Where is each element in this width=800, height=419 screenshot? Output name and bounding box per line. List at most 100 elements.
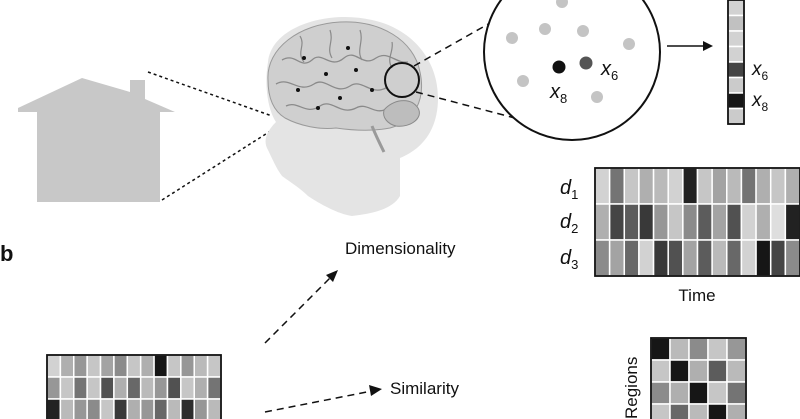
similarity-matrix-cell — [726, 403, 747, 419]
brain-icon — [267, 21, 422, 153]
to-vector-arrow-head — [703, 41, 713, 51]
activity-matrix-cell — [99, 376, 115, 400]
dimensionality-matrix-cell — [726, 239, 743, 277]
activity-matrix-cell — [193, 354, 209, 378]
dimensionality-matrix — [594, 167, 800, 277]
activity-matrix-cell — [73, 354, 88, 378]
activity-matrix-cell — [139, 376, 155, 400]
state-vector-border — [727, 0, 745, 125]
similarity-matrix-cell — [650, 359, 671, 383]
house-to-brain-line-top — [147, 71, 273, 117]
activity-matrix-cell — [193, 376, 209, 400]
activity-matrix-cell — [86, 398, 102, 419]
dimensionality-matrix-cell — [682, 167, 699, 205]
dimensionality-matrix-cell — [652, 203, 669, 241]
dimensionality-label: Dimensionality — [345, 239, 456, 258]
arrow-to-similarity — [264, 390, 373, 413]
dimensionality-matrix-cell — [594, 167, 611, 205]
dimensionality-matrix-cell — [652, 167, 669, 205]
similarity-matrix-cell — [688, 403, 709, 419]
activity-matrix-cell — [126, 398, 142, 419]
similarity-matrix-cell — [650, 381, 671, 405]
state-vector-cell — [727, 76, 745, 94]
dimensionality-matrix-cell — [594, 203, 611, 241]
vector-x8-label: x8 — [751, 90, 769, 114]
activity-matrix-cell — [166, 398, 182, 419]
zoom-line-bottom — [415, 91, 531, 123]
activity-matrix-cell — [59, 376, 75, 400]
dimensionality-matrix-cell — [726, 203, 743, 241]
activity-matrix-cell — [113, 354, 129, 378]
dimensionality-matrix-cell — [769, 203, 787, 241]
similarity-matrix-cell — [688, 381, 709, 405]
similarity-matrix-cell — [707, 381, 728, 405]
activity-matrix-cell — [206, 354, 222, 378]
activity-matrix-cell — [73, 398, 88, 419]
dimensionality-matrix-cell — [667, 203, 684, 241]
dimensionality-matrix-cell — [726, 167, 743, 205]
neuron-x6-dot — [579, 56, 593, 70]
dimensionality-matrix-cell — [755, 167, 772, 205]
dimensionality-matrix-cell — [740, 203, 757, 241]
activity-matrix-cell — [126, 354, 142, 378]
activity-matrix-cell — [46, 354, 62, 378]
similarity-matrix-cell — [726, 359, 747, 383]
state-vector — [727, 0, 745, 125]
similarity-label: Similarity — [390, 379, 459, 398]
neuron-dots — [506, 0, 635, 103]
dimensionality-matrix-cell — [608, 203, 626, 241]
activity-matrix-cell — [166, 354, 182, 378]
dim-row-label-2: d2 — [560, 211, 578, 236]
dimensionality-matrix-cell — [740, 167, 757, 205]
vector-x6-label: x6 — [751, 59, 769, 83]
dimensionality-matrix-cell — [608, 167, 626, 205]
activity-matrix-cell — [180, 376, 195, 400]
similarity-matrix-cell — [726, 381, 747, 405]
activity-matrix-cell — [113, 376, 129, 400]
activity-matrix-cell — [153, 398, 169, 419]
activity-matrix-cell — [73, 376, 88, 400]
state-vector-cell — [727, 92, 745, 110]
dimensionality-matrix-cell — [784, 239, 800, 277]
activity-matrix-cell — [86, 354, 102, 378]
activity-matrix-cell — [193, 398, 209, 419]
house-icon — [18, 78, 175, 202]
state-vector-cell — [727, 61, 745, 79]
neuron-x8-dot — [552, 60, 566, 74]
dimensionality-matrix-cell — [594, 239, 611, 277]
similarity-matrix-cell — [669, 359, 690, 383]
state-vector-cell — [727, 30, 745, 48]
dimensionality-matrix-cell — [696, 239, 713, 277]
activity-matrix-cell — [180, 354, 195, 378]
activity-matrix-cell — [99, 398, 115, 419]
activity-matrix-cell — [59, 398, 75, 419]
dimensionality-matrix-cell — [623, 239, 640, 277]
similarity-matrix-cell — [650, 337, 671, 361]
panel-label-b: b — [0, 241, 13, 266]
dimensionality-matrix-cell — [667, 167, 684, 205]
activity-matrix — [46, 354, 222, 419]
dimensionality-matrix-cell — [696, 203, 713, 241]
time-axis-label: Time — [678, 286, 715, 305]
activity-matrix-cell — [126, 376, 142, 400]
dimensionality-matrix-cell — [769, 239, 787, 277]
dimensionality-matrix-cell — [755, 239, 772, 277]
dimensionality-matrix-cell — [608, 239, 626, 277]
arrow-to-similarity-head — [369, 385, 382, 396]
state-vector-cell — [727, 14, 745, 32]
similarity-matrix-cell — [669, 337, 690, 361]
dimensionality-matrix-cell — [696, 167, 713, 205]
dimensionality-matrix-cell — [667, 239, 684, 277]
similarity-matrix-cell — [688, 359, 709, 383]
activity-matrix-cell — [166, 376, 182, 400]
dim-row-label-3: d3 — [560, 247, 578, 272]
activity-matrix-cell — [139, 398, 155, 419]
dimensionality-matrix-cell — [769, 167, 787, 205]
dimensionality-matrix-cell — [711, 203, 728, 241]
activity-matrix-cell — [99, 354, 115, 378]
similarity-matrix-cell — [726, 337, 747, 361]
similarity-matrix-cell — [650, 403, 671, 419]
state-vector-cell — [727, 0, 745, 17]
house-to-brain-line-bottom — [161, 124, 281, 201]
activity-matrix-cell — [46, 398, 62, 419]
